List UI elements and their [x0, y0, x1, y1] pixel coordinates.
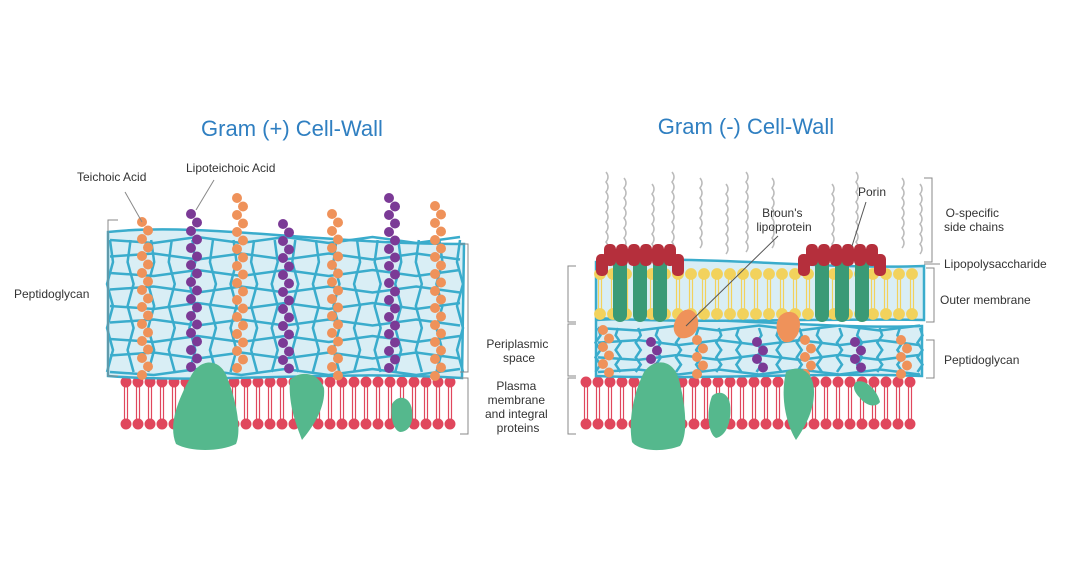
gram-negative-diagram: Broun's lipoprotein Porin O-specific sid… — [567, 171, 1047, 451]
gram-positive-title: Gram (+) Cell-Wall — [201, 116, 383, 141]
gp-protein-small — [391, 397, 413, 432]
brouns-lipoprotein-line-2: lipoprotein — [756, 220, 811, 234]
plasma-membrane-line-1: Plasma — [496, 379, 536, 393]
gn-protein-medium — [783, 368, 814, 440]
o-specific-line-2: side chains — [944, 220, 1004, 234]
porin-pointer — [851, 201, 867, 247]
teichoic-acid-pointer — [124, 191, 143, 223]
gram-negative-title: Gram (-) Cell-Wall — [658, 114, 834, 139]
plasma-membrane-label: Plasma membrane and integral proteins — [485, 379, 551, 435]
peptidoglycan-right-bracket — [926, 339, 935, 379]
periplasmic-right-bracket-2 — [567, 323, 576, 377]
gn-integral-proteins — [630, 362, 880, 451]
porin-right — [798, 244, 886, 322]
periplasmic-space-line-1: Periplasmic — [486, 337, 548, 351]
gn-protein-small — [708, 392, 731, 438]
periplasmic-space-label: Periplasmic space — [486, 337, 551, 365]
plasma-membrane-line-4: proteins — [497, 421, 540, 435]
gram-positive-diagram: Teichoic Acid Lipoteichoic Acid Peptidog… — [14, 161, 469, 450]
gp-integral-proteins — [173, 362, 413, 450]
gp-teichoic-chains — [137, 193, 446, 381]
peptidoglycan-left-label: Peptidoglycan — [14, 287, 89, 301]
teichoic-acid-label: Teichoic Acid — [77, 170, 146, 184]
brouns-lipoprotein-pointer — [685, 235, 779, 327]
porin-label: Porin — [858, 185, 886, 199]
outer-membrane-bracket — [926, 267, 935, 323]
brouns-lipoprotein-line-1: Broun's — [762, 206, 802, 220]
o-specific-label: O-specific side chains — [944, 206, 1004, 234]
gn-protein-large — [630, 362, 686, 451]
periplasmic-bracket — [460, 243, 469, 373]
plasma-membrane-right-bracket — [567, 377, 576, 435]
peptidoglycan-right-label: Peptidoglycan — [944, 353, 1019, 367]
gn-plasma-membrane — [580, 376, 916, 430]
o-specific-bracket — [924, 177, 933, 263]
lipoteichoic-acid-pointer — [195, 179, 215, 211]
lipopolysaccharide-label: Lipopolysaccharide — [944, 257, 1047, 271]
o-specific-line-1: O-specific — [946, 206, 999, 220]
lipoteichoic-acid-label: Lipoteichoic Acid — [186, 161, 275, 175]
peptidoglycan-left-bracket — [107, 219, 118, 377]
brouns-lipoprotein-left — [673, 309, 699, 339]
outer-membrane-label: Outer membrane — [940, 293, 1031, 307]
gp-protein-medium — [289, 373, 325, 440]
plasma-membrane-line-3: and integral — [485, 407, 548, 421]
periplasmic-right-bracket — [567, 265, 576, 323]
periplasmic-space-line-2: space — [503, 351, 535, 365]
plasma-membrane-left-bracket — [460, 377, 469, 435]
gn-protein-tilted — [853, 381, 880, 406]
brouns-lipoprotein-label: Broun's lipoprotein — [756, 206, 811, 234]
gp-protein-large — [173, 362, 239, 450]
plasma-membrane-line-2: membrane — [488, 393, 546, 407]
gn-o-specific-chains — [605, 171, 923, 255]
porin-left — [596, 244, 684, 322]
brouns-lipoprotein-right — [776, 311, 800, 343]
